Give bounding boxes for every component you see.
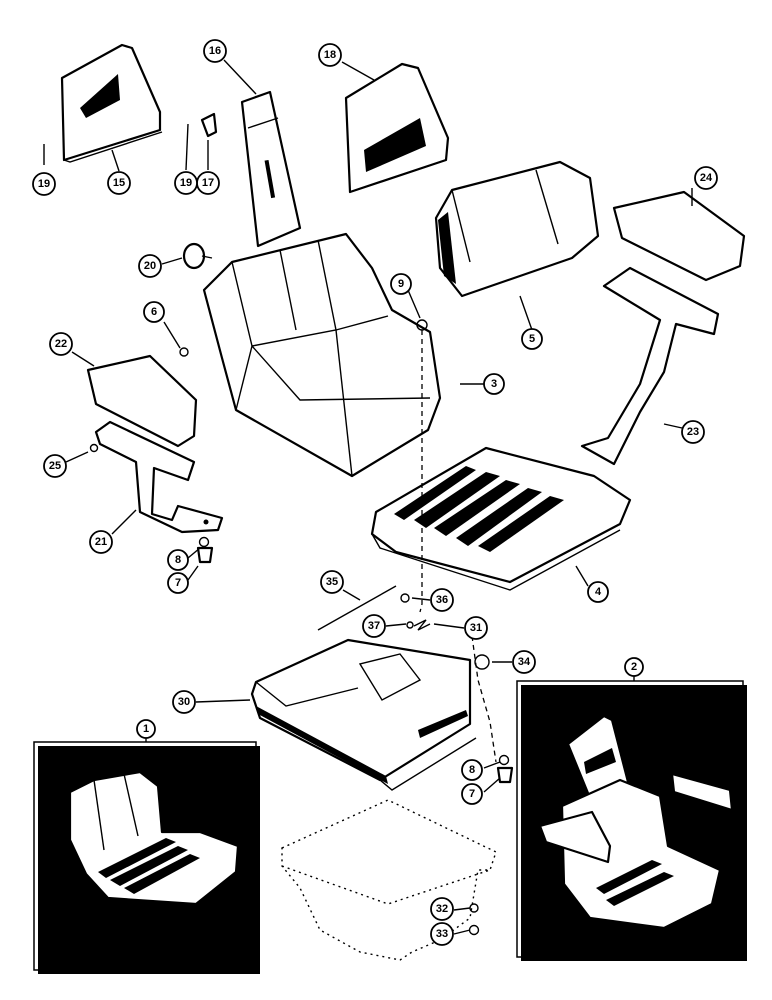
- callout-label: 19: [180, 177, 192, 189]
- callout-label: 18: [324, 49, 336, 61]
- callout-36: 36: [430, 588, 454, 612]
- part-32-33-fasteners: [468, 903, 480, 936]
- callout-1: 1: [136, 719, 156, 739]
- callout-label: 3: [491, 378, 497, 390]
- callout-19-center: 19: [174, 171, 198, 195]
- callout-24: 24: [694, 166, 718, 190]
- callout-label: 2: [631, 661, 637, 673]
- callout-label: 23: [687, 426, 699, 438]
- part-8-7-right-fasteners: [496, 754, 514, 784]
- callout-label: 22: [55, 338, 67, 350]
- callout-label: 19: [38, 178, 50, 190]
- callout-label: 7: [469, 788, 475, 800]
- callout-16: 16: [203, 39, 227, 63]
- part-20-knob: [182, 242, 213, 270]
- part-21-left-armrest-bracket: [94, 420, 224, 534]
- part-6-bolt: [179, 347, 189, 357]
- callout-label: 15: [113, 177, 125, 189]
- part-3-seat-shell: [202, 232, 442, 478]
- callout-19-left: 19: [32, 172, 56, 196]
- callout-label: 5: [529, 333, 535, 345]
- callout-23: 23: [681, 420, 705, 444]
- callout-33: 33: [430, 922, 454, 946]
- callout-21: 21: [89, 530, 113, 554]
- callout-label: 1: [143, 723, 149, 735]
- callout-label: 8: [175, 554, 181, 566]
- part-30-seat-base: [250, 638, 477, 791]
- callout-8-left: 8: [167, 549, 189, 571]
- callout-4: 4: [587, 581, 609, 603]
- callout-label: 17: [202, 177, 214, 189]
- part-34-plug: [474, 654, 490, 670]
- callout-30: 30: [172, 690, 196, 714]
- callout-label: 7: [175, 577, 181, 589]
- callout-31: 31: [464, 616, 488, 640]
- callout-5: 5: [521, 328, 543, 350]
- part-8-7-left-fasteners: [196, 536, 214, 564]
- callout-label: 31: [470, 622, 482, 634]
- callout-17: 17: [196, 171, 220, 195]
- callout-label: 25: [49, 460, 61, 472]
- callout-37: 37: [362, 614, 386, 638]
- part-15-side-panel: [60, 43, 163, 163]
- callout-15: 15: [107, 171, 131, 195]
- callout-label: 35: [326, 576, 338, 588]
- callout-label: 6: [151, 306, 157, 318]
- part-16-back-bracket: [240, 90, 302, 248]
- part-25-screw: [89, 443, 99, 453]
- leader-lines: [43, 59, 693, 935]
- callout-label: 21: [95, 536, 107, 548]
- callout-32: 32: [430, 897, 454, 921]
- callout-label: 20: [144, 260, 156, 272]
- callout-3: 3: [483, 373, 505, 395]
- callout-35: 35: [320, 570, 344, 594]
- callout-label: 9: [398, 278, 404, 290]
- callout-18: 18: [318, 43, 342, 67]
- dotted-mounting-base: [281, 799, 497, 961]
- callout-label: 8: [469, 764, 475, 776]
- inset-2-deluxe-seat: [516, 680, 747, 961]
- callout-22: 22: [49, 332, 73, 356]
- callout-6: 6: [143, 301, 165, 323]
- part-22-left-armrest-pad: [86, 354, 198, 448]
- callout-label: 37: [368, 620, 380, 632]
- callout-label: 4: [595, 586, 602, 598]
- part-17-clip: [200, 112, 218, 138]
- callout-2: 2: [624, 657, 644, 677]
- callout-9: 9: [390, 273, 412, 295]
- callout-label: 33: [436, 928, 448, 940]
- callout-label: 24: [700, 172, 713, 184]
- part-18-headrest: [344, 62, 450, 194]
- callout-label: 32: [436, 903, 448, 915]
- part-36-37-31-spring-parts: [400, 593, 431, 631]
- callout-label: 30: [178, 696, 190, 708]
- callout-25: 25: [43, 454, 67, 478]
- part-24-armrest-pad: [612, 190, 746, 282]
- callout-7-right: 7: [461, 783, 483, 805]
- callout-7-left: 7: [167, 572, 189, 594]
- inset-1-basic-seat: [33, 741, 260, 974]
- callout-8-right: 8: [461, 759, 483, 781]
- part-4-seat-cushion: [370, 446, 632, 591]
- callout-label: 16: [209, 45, 221, 57]
- part-23-armrest-bracket: [580, 266, 720, 466]
- callout-label: 36: [436, 594, 448, 606]
- part-35-rod: [317, 585, 397, 631]
- part-5-back-cushion: [434, 160, 600, 298]
- callout-34: 34: [512, 650, 536, 674]
- callout-20: 20: [138, 254, 162, 278]
- callout-label: 34: [518, 656, 531, 668]
